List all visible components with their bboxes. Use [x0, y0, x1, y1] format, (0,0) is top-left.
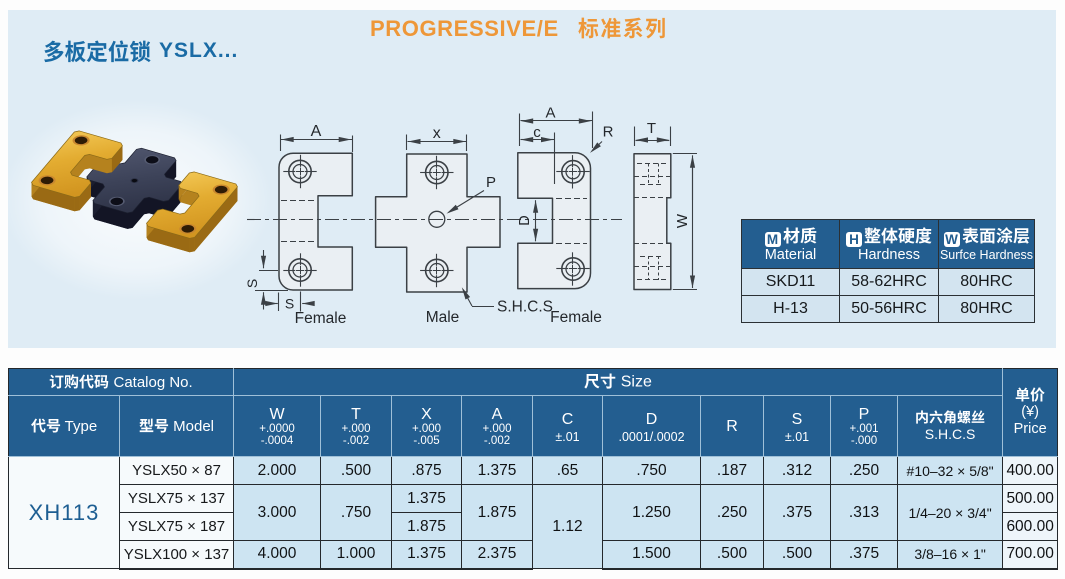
svg-text:S.H.C.S: S.H.C.S: [497, 299, 553, 316]
svg-text:A: A: [311, 123, 322, 140]
svg-text:R: R: [603, 124, 614, 141]
svg-text:D: D: [517, 215, 533, 225]
svg-text:T: T: [647, 120, 656, 137]
svg-text:S: S: [285, 296, 294, 312]
svg-text:W: W: [674, 213, 691, 228]
svg-text:c: c: [533, 124, 541, 141]
svg-text:S: S: [244, 279, 260, 288]
svg-text:A: A: [545, 105, 555, 122]
svg-text:Female: Female: [295, 310, 347, 327]
svg-text:Male: Male: [426, 309, 460, 326]
svg-text:x: x: [433, 125, 441, 142]
svg-text:Female: Female: [550, 309, 602, 326]
svg-text:P: P: [486, 174, 496, 191]
